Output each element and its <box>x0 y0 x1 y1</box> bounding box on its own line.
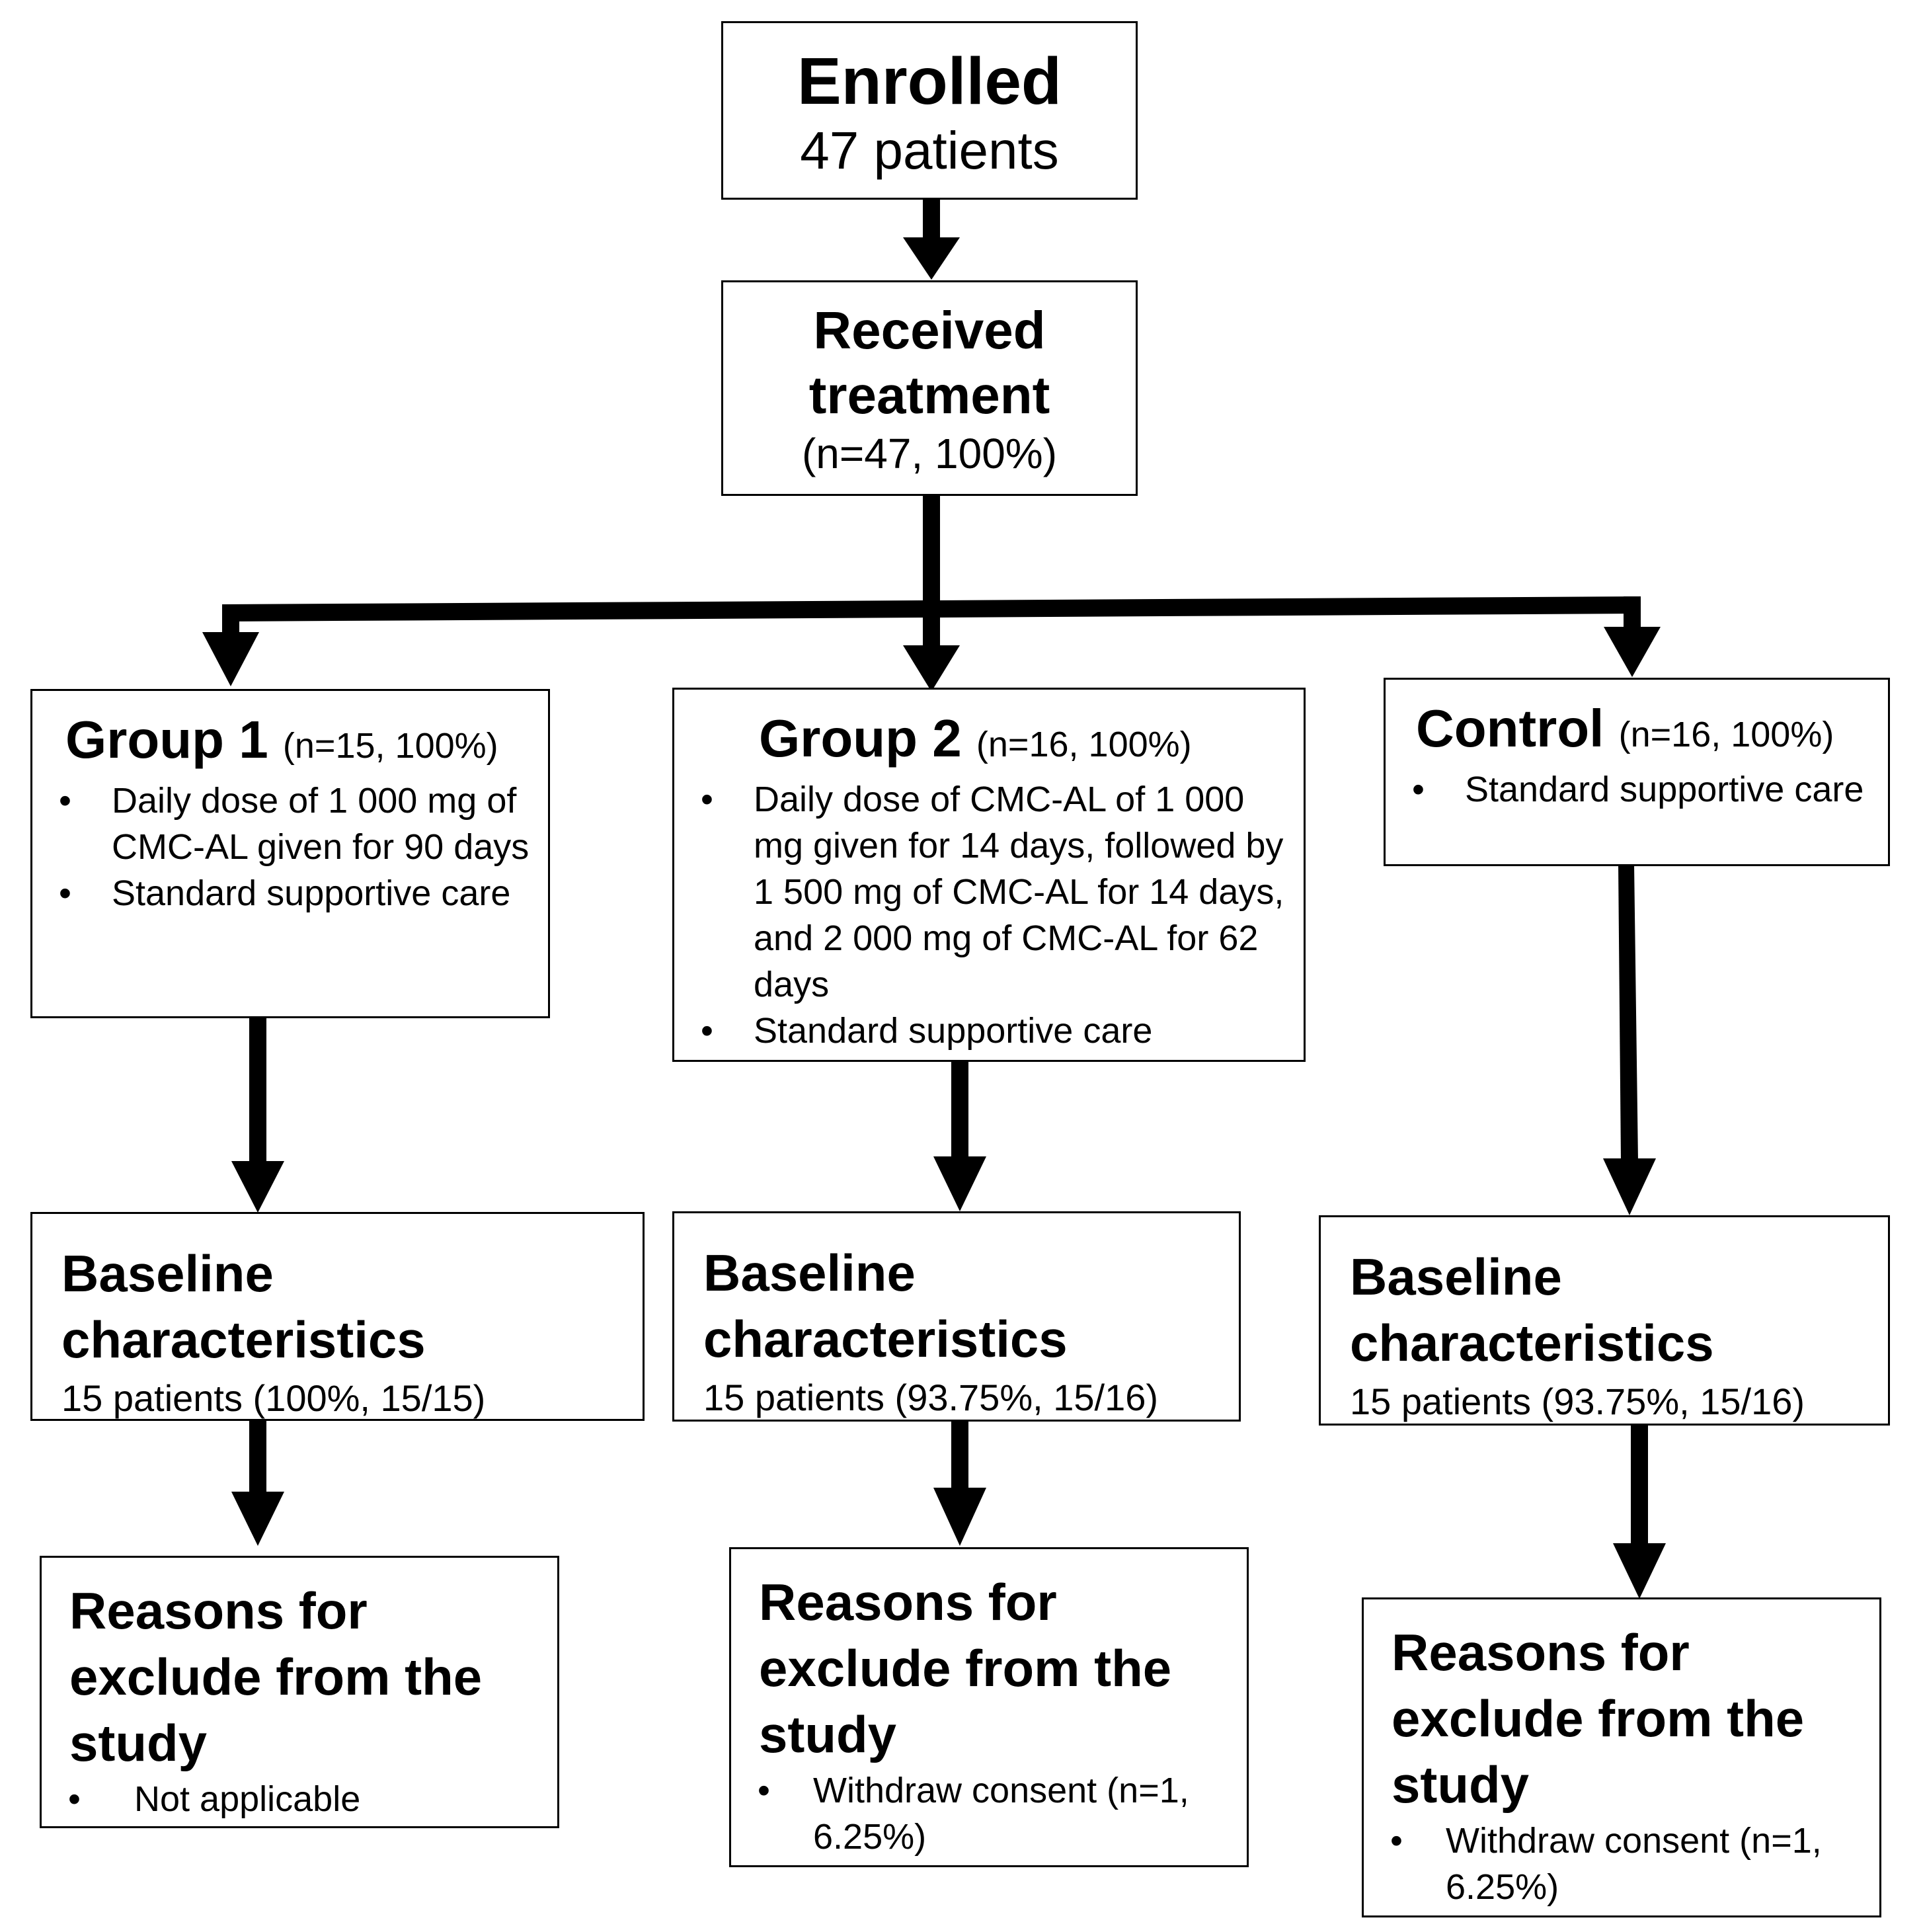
group1-baseline-count: 15 patients (100%, 15/15) <box>61 1377 486 1419</box>
control-item-care: Standard supportive care <box>1386 766 1888 813</box>
control-baseline-count: 15 patients (93.75%, 15/16) <box>1350 1381 1805 1422</box>
control-title: Control <box>1416 699 1604 758</box>
arrowhead-reasons3 <box>1613 1543 1666 1599</box>
group1-baseline-title-line2: characteristics <box>61 1310 426 1369</box>
group1-reasons-title-line1: Reasons for <box>69 1582 368 1640</box>
received-title-line2: treatment <box>808 366 1050 424</box>
arrowhead-group1 <box>202 632 259 686</box>
group2-reasons-title-line3: study <box>759 1705 897 1763</box>
connector-baseline3-reasons <box>1631 1423 1648 1546</box>
group1-item-dose: Daily dose of 1 000 mg of CMC-AL given f… <box>32 778 548 870</box>
group2-baseline-title-line2: characteristics <box>703 1310 1068 1368</box>
arrowhead-baseline2 <box>933 1156 986 1211</box>
group2-reasons-item: Withdraw consent (n=1, 6.25%) <box>731 1767 1227 1860</box>
group1-reasons-title-line2: exclude from the <box>69 1648 483 1706</box>
group2-reasons-title-line1: Reasons for <box>759 1573 1057 1631</box>
group1-reasons-list: Not applicable <box>42 1776 557 1822</box>
group1-box: Group 1 (n=15, 100%) Daily dose of 1 000… <box>30 689 550 1018</box>
group2-title: Group 2 <box>759 709 962 768</box>
group2-baseline-box: Baseline characteristics 15 patients (93… <box>672 1211 1241 1422</box>
arrowhead-reasons2 <box>933 1488 986 1546</box>
connector-baseline2-reasons <box>951 1419 968 1490</box>
group1-item-care: Standard supportive care <box>32 870 548 916</box>
group1-n: (n=15, 100%) <box>282 726 498 766</box>
group1-reasons-item: Not applicable <box>42 1776 557 1822</box>
control-reasons-title-line1: Reasons for <box>1392 1623 1690 1681</box>
arrowhead-baseline3 <box>1603 1158 1656 1215</box>
enrolled-box: Enrolled 47 patients <box>721 21 1138 200</box>
connector-group2-baseline <box>951 1060 968 1159</box>
group1-heading: Group 1 (n=15, 100%) <box>32 708 548 778</box>
enrolled-title: Enrolled <box>797 44 1062 118</box>
control-list: Standard supportive care <box>1386 766 1888 813</box>
control-baseline-title-line2: characteristics <box>1350 1314 1714 1372</box>
group1-title: Group 1 <box>65 710 268 769</box>
group2-reasons-title-line2: exclude from the <box>759 1639 1172 1697</box>
arrowhead-received <box>903 237 960 280</box>
split-bar <box>222 596 1641 622</box>
connector-enrolled-received <box>923 199 940 237</box>
arrowhead-baseline1 <box>231 1161 284 1213</box>
connector-baseline1-reasons <box>249 1419 266 1494</box>
control-reasons-title-line2: exclude from the <box>1392 1689 1805 1748</box>
group2-baseline-count: 15 patients (93.75%, 15/16) <box>703 1377 1159 1418</box>
control-reasons-box: Reasons for exclude from the study Withd… <box>1362 1597 1881 1917</box>
enrolled-count: 47 patients <box>800 121 1059 180</box>
received-treatment-box: Received treatment (n=47, 100%) <box>721 280 1138 496</box>
group2-reasons-list: Withdraw consent (n=1, 6.25%) <box>731 1767 1227 1860</box>
control-box: Control (n=16, 100%) Standard supportive… <box>1384 678 1890 866</box>
control-n: (n=16, 100%) <box>1618 715 1834 754</box>
group2-item-dose: Daily dose of CMC-AL of 1 000 mg given f… <box>674 776 1304 1008</box>
group1-baseline-box: Baseline characteristics 15 patients (10… <box>30 1212 645 1421</box>
control-baseline-title-line1: Baseline <box>1350 1248 1562 1306</box>
received-title-line1: Received <box>813 301 1046 360</box>
connector-received-split <box>923 493 940 649</box>
group2-box: Group 2 (n=16, 100%) Daily dose of CMC-A… <box>672 688 1306 1062</box>
group2-item-care: Standard supportive care <box>674 1008 1304 1054</box>
control-reasons-title-line3: study <box>1392 1755 1530 1814</box>
group2-reasons-box: Reasons for exclude from the study Withd… <box>729 1547 1249 1867</box>
connector-group1-baseline <box>249 1017 266 1165</box>
group2-n: (n=16, 100%) <box>976 725 1192 764</box>
group2-list: Daily dose of CMC-AL of 1 000 mg given f… <box>674 776 1304 1054</box>
group2-baseline-title-line1: Baseline <box>703 1244 916 1302</box>
control-heading: Control (n=16, 100%) <box>1386 697 1888 766</box>
connector-split-group1 <box>222 604 239 635</box>
group1-baseline-title-line1: Baseline <box>61 1244 274 1303</box>
control-reasons-list: Withdraw consent (n=1, 6.25%) <box>1364 1818 1860 1910</box>
control-baseline-box: Baseline characteristics 15 patients (93… <box>1319 1215 1890 1426</box>
connector-split-control <box>1624 596 1641 629</box>
received-count: (n=47, 100%) <box>801 430 1058 477</box>
arrowhead-group2 <box>903 645 960 692</box>
arrowhead-control <box>1604 627 1661 677</box>
group1-reasons-title-line3: study <box>69 1714 208 1772</box>
group2-heading: Group 2 (n=16, 100%) <box>674 707 1304 776</box>
group1-list: Daily dose of 1 000 mg of CMC-AL given f… <box>32 778 548 916</box>
group1-reasons-box: Reasons for exclude from the study Not a… <box>40 1556 559 1828</box>
connector-control-baseline <box>1618 864 1638 1161</box>
control-reasons-item: Withdraw consent (n=1, 6.25%) <box>1364 1818 1860 1910</box>
arrowhead-reasons1 <box>231 1492 284 1546</box>
